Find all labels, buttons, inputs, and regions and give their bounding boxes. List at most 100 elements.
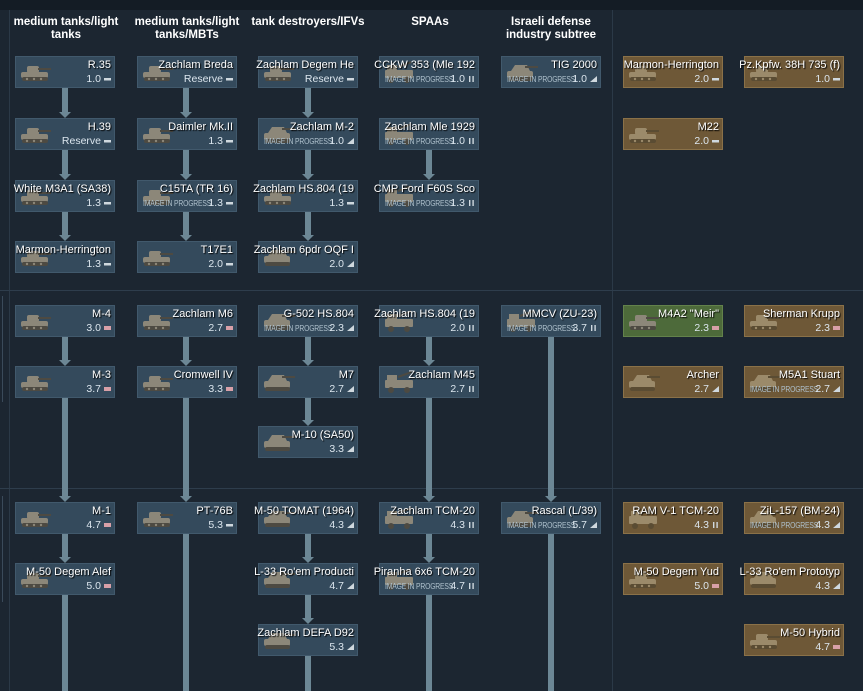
vehicle-name: H.39 xyxy=(87,121,111,133)
tank-destroyer-class-icon xyxy=(344,258,354,270)
battle-rating: 4.3 xyxy=(815,580,840,592)
battle-rating-value: 1.0 xyxy=(86,73,101,85)
light-tank-class-icon xyxy=(709,135,719,147)
column-separator xyxy=(9,10,10,691)
vehicle-name: Zachlam HS.804 (19 xyxy=(253,183,354,195)
medium-tank-class-icon xyxy=(709,580,719,592)
vehicle-card-c3r1c[interactable]: Zachlam HS.804 (19 1.3 xyxy=(253,180,358,212)
battle-rating: Reserve xyxy=(184,73,233,85)
battle-rating-value: 2.0 xyxy=(694,73,709,85)
image-in-progress-label: IMAGE IN PROGRESS xyxy=(750,521,819,530)
vehicle-card-p2r1a[interactable]: Pz.Kpfw. 38H 735 (f)1.0 xyxy=(739,56,844,88)
tree-connector xyxy=(426,398,432,497)
tree-arrow xyxy=(302,420,314,426)
vehicle-thumbnail-icon xyxy=(383,122,417,146)
vehicle-thumbnail-icon xyxy=(627,122,661,146)
battle-rating: 3.3 xyxy=(208,383,233,395)
battle-rating: 2.7 xyxy=(329,383,354,395)
vehicle-thumbnail-icon xyxy=(141,506,175,530)
vehicle-card-c1r1c[interactable]: White M3A1 (SA38)1.3 xyxy=(14,180,115,212)
battle-rating-value: 1.0 xyxy=(450,135,465,147)
battle-rating-value: 4.7 xyxy=(450,580,465,592)
vehicle-thumbnail-icon xyxy=(748,506,782,530)
tree-arrow xyxy=(302,235,314,241)
rank-marker xyxy=(2,496,3,602)
tree-arrow xyxy=(302,174,314,180)
battle-rating: 4.7 xyxy=(450,580,475,592)
battle-rating: 3.7 xyxy=(572,322,597,334)
vehicle-thumbnail-icon xyxy=(141,309,175,333)
battle-rating-value: 4.7 xyxy=(815,641,830,653)
tree-connector xyxy=(305,212,311,236)
vehicle-thumbnail-icon xyxy=(262,122,296,146)
vehicle-card-c3r2c[interactable]: M-10 (SA50)3.3 xyxy=(258,426,358,458)
tree-connector xyxy=(183,337,189,361)
vehicle-name: G-502 HS.804 xyxy=(283,308,354,320)
tree-connector xyxy=(62,337,68,361)
vehicle-thumbnail-icon xyxy=(19,245,53,269)
image-in-progress-label: IMAGE IN PROGRESS xyxy=(750,385,819,394)
tree-connector xyxy=(305,337,311,361)
light-tank-class-icon xyxy=(344,73,354,85)
vehicle-card-p1r1a[interactable]: Marmon-Herrington 2.0 xyxy=(623,56,723,88)
battle-rating-value: 5.3 xyxy=(208,519,223,531)
vehicle-card-p1r2a[interactable]: M4A2 "Meir"2.3 xyxy=(623,305,723,337)
vehicle-name: TIG 2000 xyxy=(551,59,597,71)
battle-rating-value: 4.3 xyxy=(694,519,709,531)
tree-connector xyxy=(62,534,68,558)
vehicle-thumbnail-icon xyxy=(505,60,539,84)
vehicle-card-c3r3a[interactable]: M-50 TOMAT (1964)4.3 xyxy=(254,502,358,534)
battle-rating-value: 4.3 xyxy=(815,519,830,531)
battle-rating-value: 1.0 xyxy=(572,73,587,85)
battle-rating-value: 1.3 xyxy=(329,197,344,209)
tank-destroyer-class-icon xyxy=(830,519,840,531)
tree-arrow xyxy=(180,496,192,502)
tree-arrow xyxy=(180,112,192,118)
light-tank-class-icon xyxy=(709,73,719,85)
vehicle-name: Marmon-Herrington xyxy=(623,59,719,71)
battle-rating-value: Reserve xyxy=(183,73,223,85)
battle-rating: 3.3 xyxy=(329,443,354,455)
vehicle-name: L-33 Ro'em Producti xyxy=(254,566,354,578)
